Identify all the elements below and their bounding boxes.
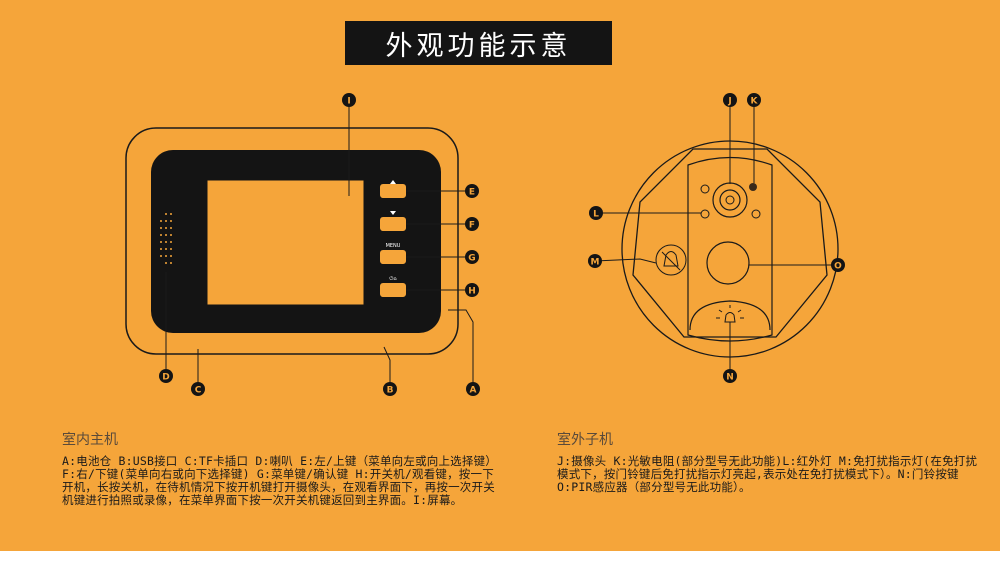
bell-icon[interactable] bbox=[716, 305, 744, 323]
bell-off-icon bbox=[661, 251, 681, 271]
ir-led bbox=[751, 209, 761, 219]
callout-A: A bbox=[466, 382, 480, 396]
outdoor-octagon bbox=[632, 148, 828, 338]
indoor-unit: MENU ⏻⌂ I E F G H A B C D bbox=[125, 93, 480, 396]
page-title: 外观功能示意 bbox=[385, 30, 572, 62]
power-button[interactable]: ⏻⌂ bbox=[380, 276, 406, 297]
svg-text:I: I bbox=[347, 97, 350, 107]
callout-O: O bbox=[831, 258, 845, 272]
bottom-bar bbox=[0, 551, 1000, 561]
svg-text:O: O bbox=[834, 262, 842, 272]
pir-sensor bbox=[706, 241, 750, 285]
indoor-body-outline bbox=[125, 127, 459, 355]
indoor-leader-lines bbox=[165, 100, 474, 383]
svg-text:K: K bbox=[751, 97, 759, 107]
indoor-screen bbox=[206, 179, 365, 306]
svg-text:H: H bbox=[468, 287, 476, 297]
svg-text:N: N bbox=[726, 373, 734, 383]
photoresistor bbox=[749, 183, 757, 191]
callout-M: M bbox=[588, 254, 602, 268]
dnd-indicator bbox=[655, 244, 687, 276]
camera-outer bbox=[712, 182, 748, 218]
callout-F: F bbox=[465, 217, 479, 231]
title-bar: 外观功能示意 bbox=[345, 21, 612, 65]
svg-text:G: G bbox=[468, 254, 475, 264]
ir-led bbox=[700, 184, 710, 194]
svg-text:F: F bbox=[469, 221, 475, 231]
svg-text:D: D bbox=[162, 373, 169, 383]
power-icon: ⏻⌂ bbox=[389, 276, 396, 282]
svg-text:L: L bbox=[593, 210, 599, 220]
callout-J: J bbox=[723, 93, 737, 107]
outdoor-inner-body bbox=[687, 156, 773, 342]
callout-E: E bbox=[465, 184, 479, 198]
indoor-heading: 室内主机 bbox=[62, 432, 118, 448]
callout-D: D bbox=[159, 369, 173, 383]
svg-text:E: E bbox=[469, 188, 475, 198]
camera-center bbox=[725, 195, 735, 205]
ir-led bbox=[700, 209, 710, 219]
svg-text:A: A bbox=[470, 386, 477, 396]
callout-N: N bbox=[723, 369, 737, 383]
menu-button[interactable]: MENU bbox=[380, 243, 406, 264]
callout-I: I bbox=[342, 93, 356, 107]
down-button[interactable] bbox=[380, 211, 406, 231]
menu-button-label: MENU bbox=[386, 243, 401, 249]
up-button[interactable] bbox=[380, 180, 406, 198]
outdoor-unit: J K L M O N bbox=[588, 93, 845, 383]
callout-L: L bbox=[589, 206, 603, 220]
indoor-description: A:电池仓 B:USB接口 C:TF卡插口 D:喇叭 E:左/上键（菜单向左或向… bbox=[62, 454, 497, 507]
callout-K: K bbox=[747, 93, 761, 107]
camera-lens bbox=[719, 189, 741, 211]
outdoor-description: J:摄像头 K:光敏电阻(部分型号无此功能)L:红外灯 M:免打扰指示灯(在免打… bbox=[557, 454, 978, 494]
callout-B: B bbox=[383, 382, 397, 396]
callout-H: H bbox=[465, 283, 479, 297]
doorbell-button-outline[interactable] bbox=[689, 300, 771, 331]
svg-text:C: C bbox=[195, 386, 202, 396]
callout-G: G bbox=[465, 250, 479, 264]
svg-text:M: M bbox=[591, 258, 600, 268]
svg-text:B: B bbox=[387, 386, 394, 396]
speaker-grille bbox=[160, 213, 172, 264]
callout-C: C bbox=[191, 382, 205, 396]
outdoor-heading: 室外子机 bbox=[557, 432, 613, 448]
outdoor-leader-lines bbox=[594, 100, 832, 370]
svg-text:J: J bbox=[727, 97, 731, 107]
